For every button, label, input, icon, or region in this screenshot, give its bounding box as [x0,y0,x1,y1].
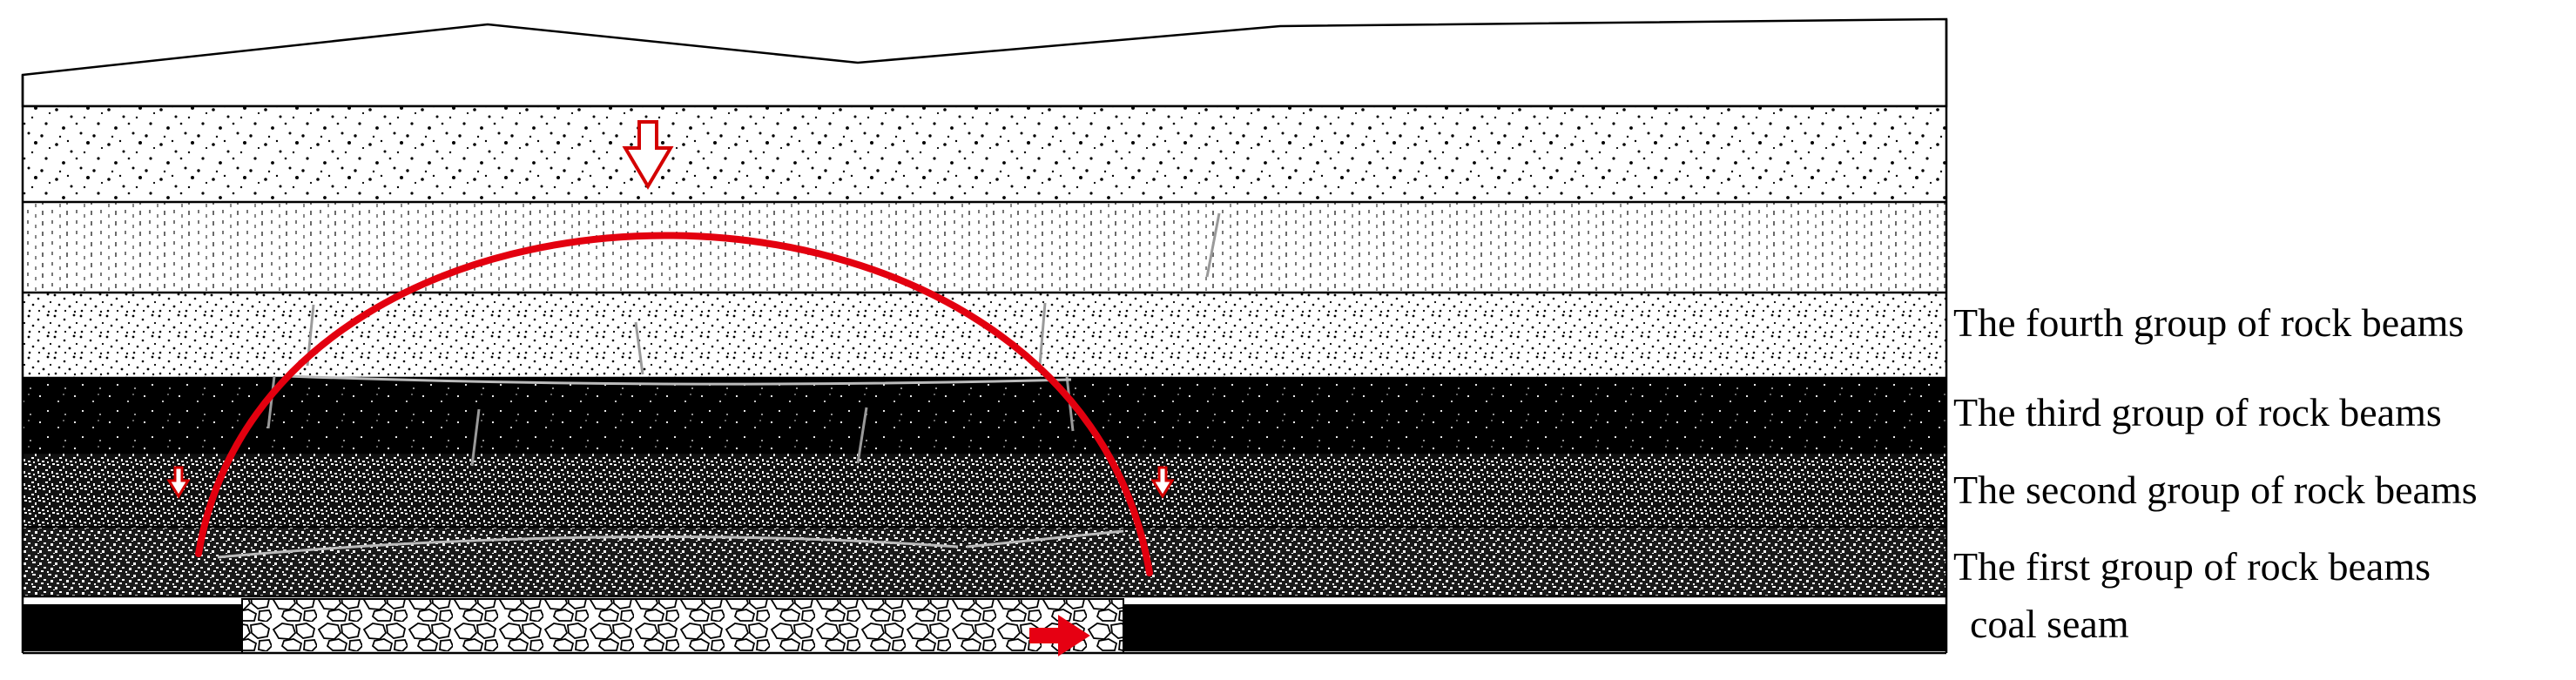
pressure-arch [195,232,1153,576]
ground-surface [21,17,1948,108]
label-second-rock-beams: The second group of rock beams [1953,468,2478,512]
bed-separation-lines [217,374,1124,559]
vertical-dotted-layer [23,202,1946,293]
fourth-rock-beam-layer [23,293,1946,378]
label-fourth-rock-beams: The fourth group of rock beams [1953,300,2464,345]
coal-seam-left [22,604,243,651]
coal-seam-right [1123,604,1947,651]
label-first-rock-beams: The first group of rock beams [1953,544,2431,589]
first-rock-beam-layer [23,527,1946,596]
label-third-rock-beams: The third group of rock beams [1953,390,2442,434]
section-frame [21,19,1948,655]
right-load-arrow-icon [1150,466,1175,499]
left-load-arrow-icon [166,466,191,499]
overburden-layer [23,106,1946,202]
label-coal-seam: coal seam [1970,602,2129,646]
third-rock-beam-layer [23,378,1946,453]
top-load-arrow-icon [622,120,674,190]
advance-arrow-icon [1029,615,1090,656]
second-rock-beam-layer [23,453,1946,527]
goaf-rubble [241,598,1124,654]
